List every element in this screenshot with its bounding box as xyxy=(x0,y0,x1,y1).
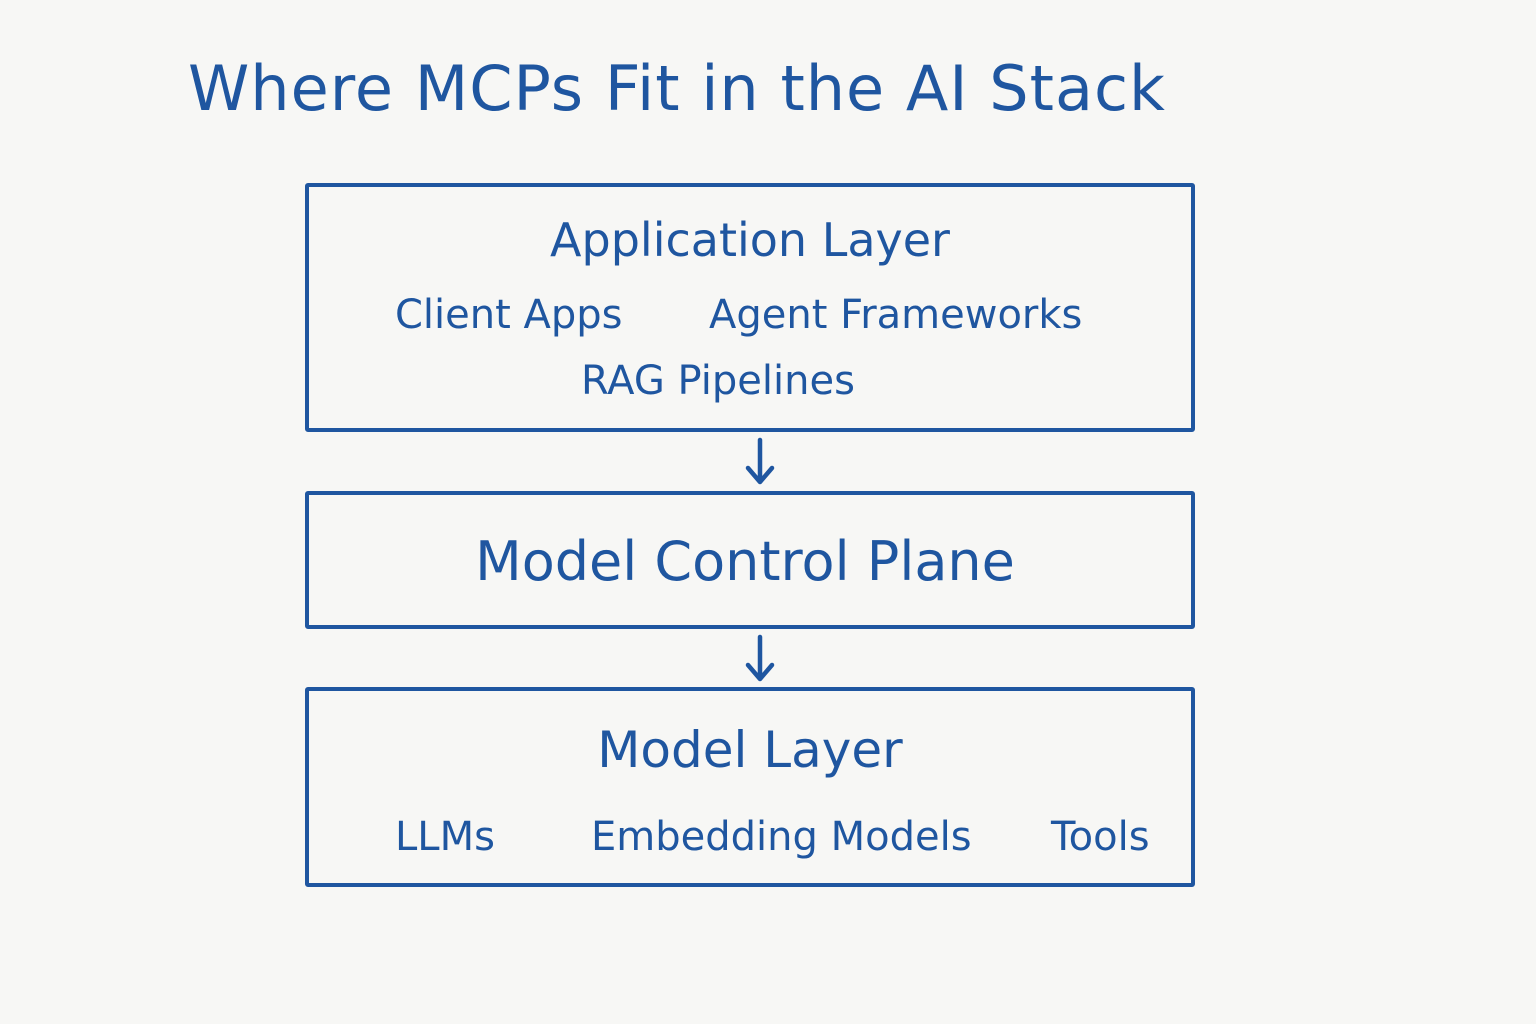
agent-frameworks-label: Agent Frameworks xyxy=(709,292,1083,338)
embedding-models-label: Embedding Models xyxy=(591,814,972,860)
model-layer-box: Model Layer LLMs Embedding Models Tools xyxy=(305,687,1195,887)
arrow-down-icon xyxy=(745,437,775,485)
arrow-down-icon xyxy=(745,634,775,682)
model-control-plane-heading: Model Control Plane xyxy=(475,530,1015,593)
tools-label: Tools xyxy=(1051,814,1150,860)
diagram-title: Where MCPs Fit in the AI Stack xyxy=(188,52,1166,125)
application-layer-heading: Application Layer xyxy=(550,213,950,267)
application-layer-box: Application Layer Client Apps Agent Fram… xyxy=(305,183,1195,432)
rag-pipelines-label: RAG Pipelines xyxy=(581,358,855,404)
client-apps-label: Client Apps xyxy=(395,292,623,338)
llms-label: LLMs xyxy=(395,814,495,860)
model-control-plane-box: Model Control Plane xyxy=(305,491,1195,629)
model-layer-heading: Model Layer xyxy=(597,721,903,779)
